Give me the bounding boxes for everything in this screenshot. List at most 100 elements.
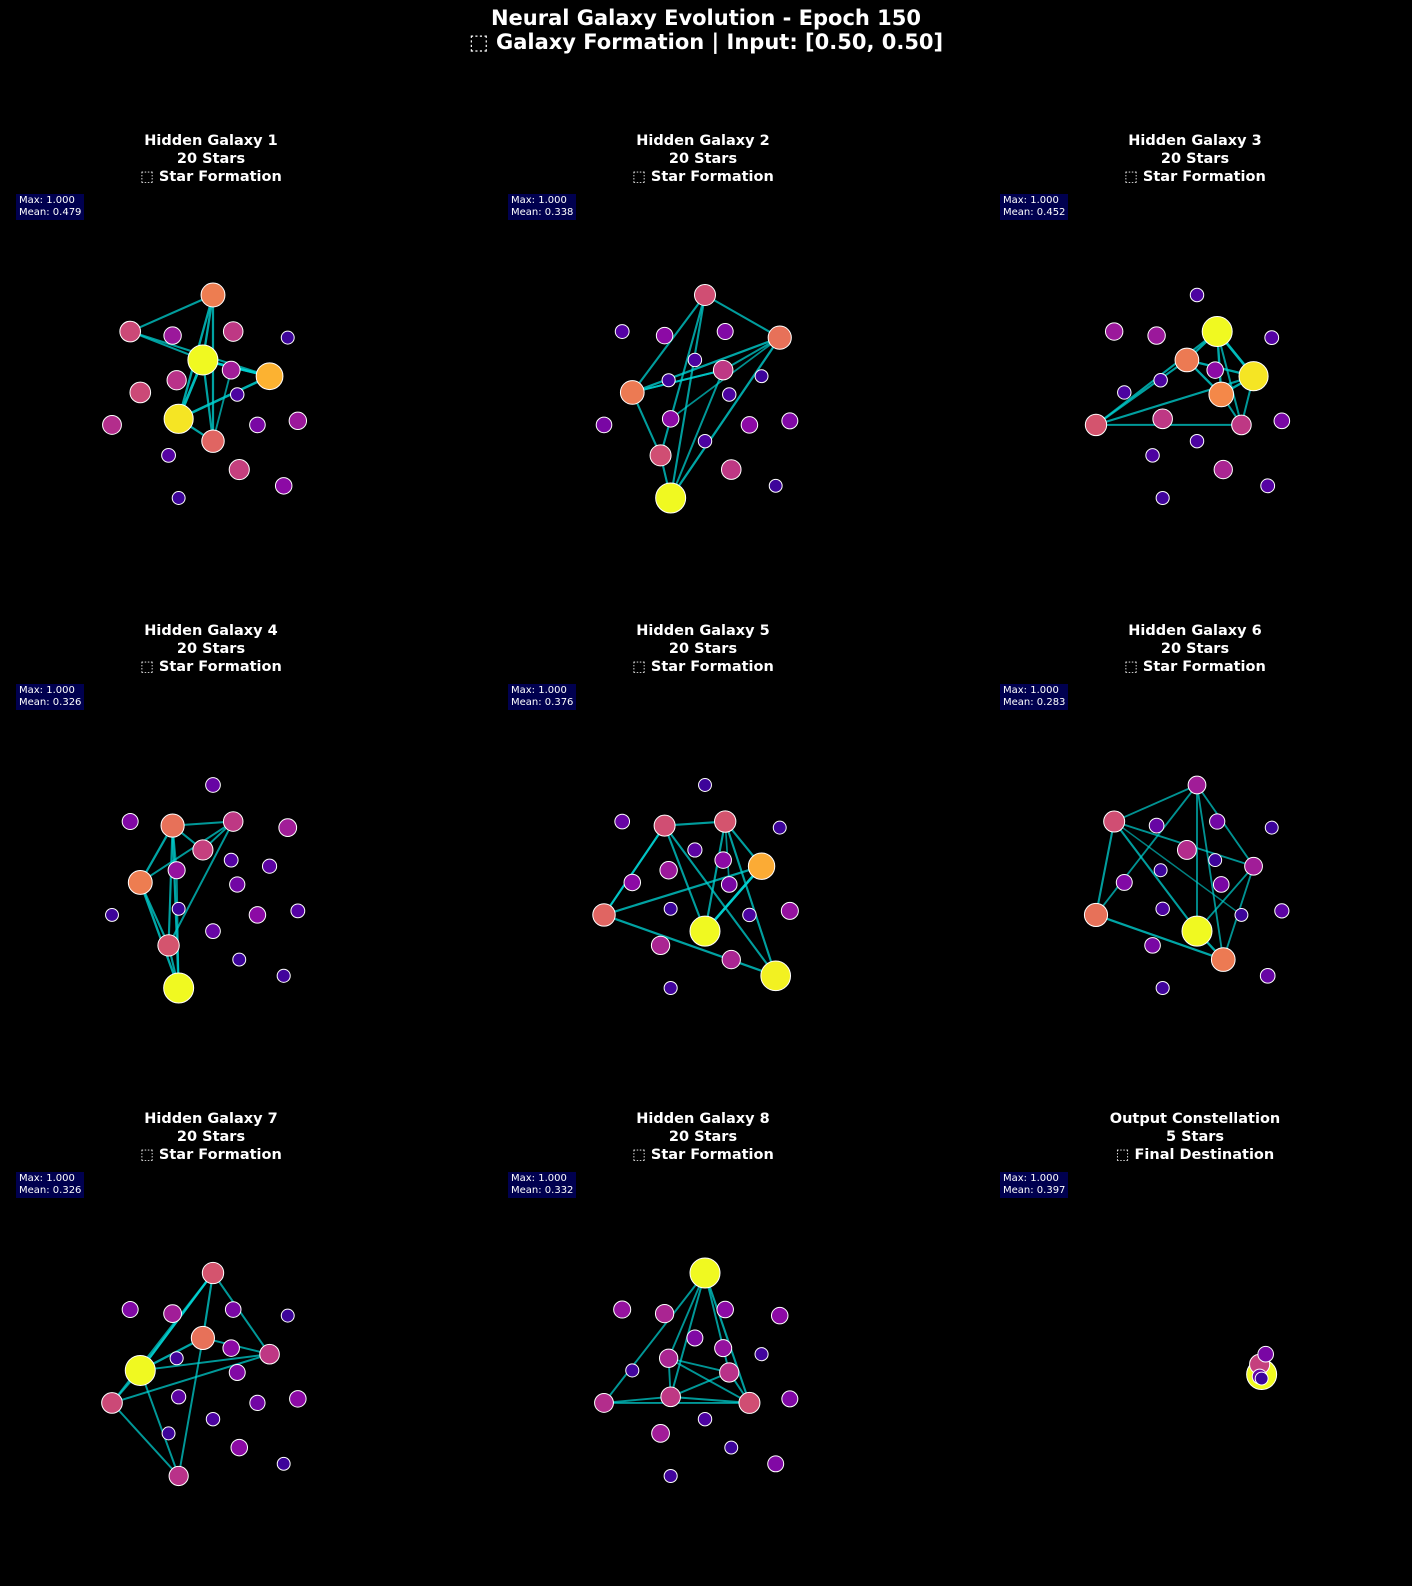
star-node xyxy=(1144,937,1161,954)
star-node xyxy=(223,852,239,868)
star-node xyxy=(721,949,741,970)
star-node xyxy=(1145,448,1160,463)
connection-line xyxy=(1196,784,1255,868)
star-node xyxy=(1189,287,1205,303)
star-node xyxy=(166,370,187,391)
star-node xyxy=(655,482,687,514)
star-node xyxy=(1084,413,1108,437)
star-node xyxy=(1208,381,1235,408)
star-node xyxy=(121,813,139,831)
star-node xyxy=(200,282,226,308)
star-node xyxy=(714,851,732,869)
star-node xyxy=(228,459,250,481)
star-node xyxy=(1148,817,1165,834)
star-node xyxy=(169,1351,184,1366)
star-node xyxy=(222,811,244,832)
star-node xyxy=(740,416,759,434)
star-node xyxy=(655,326,674,345)
star-node xyxy=(1181,915,1213,947)
star-node xyxy=(222,321,244,342)
star-node xyxy=(187,344,219,376)
star-node xyxy=(171,1389,187,1405)
star-node xyxy=(129,381,152,404)
stats-mean: Mean: 0.479 xyxy=(19,207,82,218)
connection-line xyxy=(669,336,781,500)
star-node xyxy=(614,813,631,830)
star-node xyxy=(1273,412,1291,430)
stats-max: Max: 1.000 xyxy=(19,195,75,206)
star-node xyxy=(697,1411,713,1427)
panel-title-line-3: ⬚ Star Formation xyxy=(140,169,282,185)
star-node xyxy=(280,330,295,345)
connection-line xyxy=(175,869,180,989)
galaxy-plot xyxy=(1083,775,1290,996)
star-node xyxy=(1083,902,1109,928)
panel-title-line-3: ⬚ Star Formation xyxy=(632,169,774,185)
connection-line xyxy=(167,820,235,947)
connection-line xyxy=(139,1353,271,1372)
panel-title-line-3: ⬚ Star Formation xyxy=(632,1147,774,1163)
galaxy-plot xyxy=(1246,1345,1278,1390)
connection-line xyxy=(1094,913,1225,961)
panel-title-line-1: Hidden Galaxy 7 xyxy=(144,1111,278,1127)
star-node xyxy=(163,326,182,345)
star-node xyxy=(689,1257,721,1289)
star-node xyxy=(1155,980,1170,996)
star-node xyxy=(694,284,716,306)
star-node xyxy=(192,839,214,861)
panel-title-line-2: 20 Stars xyxy=(176,151,246,167)
panel-title-line-3: ⬚ Star Formation xyxy=(632,659,774,675)
panel-title-line-2: 20 Stars xyxy=(1160,151,1230,167)
galaxy-plot xyxy=(102,282,308,505)
star-node xyxy=(1209,813,1226,830)
star-node xyxy=(1234,907,1249,922)
star-node xyxy=(1254,1371,1269,1386)
galaxy-plot xyxy=(592,778,799,996)
star-node xyxy=(770,1306,789,1325)
stats-mean: Mean: 0.326 xyxy=(19,1185,82,1196)
star-node xyxy=(767,325,792,350)
panel-title-line-1: Hidden Galaxy 6 xyxy=(1128,623,1262,639)
galaxy-plot xyxy=(594,1257,799,1484)
star-node xyxy=(661,373,676,388)
star-node xyxy=(1244,856,1263,876)
star-node xyxy=(613,1300,632,1319)
star-node xyxy=(127,870,153,895)
connection-line xyxy=(669,1371,731,1398)
star-node xyxy=(157,934,180,957)
panel-title-line-1: Hidden Galaxy 2 xyxy=(636,133,770,149)
connection-line xyxy=(602,913,777,977)
connection-line xyxy=(667,1357,731,1374)
star-node xyxy=(1152,408,1173,430)
connection-line xyxy=(139,1369,180,1477)
panel-title-line-3: ⬚ Final Destination xyxy=(1115,1147,1275,1163)
stats-max: Max: 1.000 xyxy=(19,685,75,696)
star-node xyxy=(1153,863,1168,878)
connection-line xyxy=(1216,330,1243,426)
star-node xyxy=(768,478,783,493)
connection-line xyxy=(703,820,727,933)
star-node xyxy=(278,818,298,838)
stats-max: Max: 1.000 xyxy=(1003,195,1059,206)
connection-line xyxy=(603,1395,672,1404)
connection-line xyxy=(703,1271,751,1404)
star-node xyxy=(697,433,713,449)
connection-line xyxy=(669,369,725,499)
stats-mean: Mean: 0.332 xyxy=(511,1185,574,1196)
star-node xyxy=(274,477,293,495)
connection-line xyxy=(167,824,174,947)
star-node xyxy=(780,901,799,920)
star-node xyxy=(163,403,194,434)
star-node xyxy=(722,387,737,402)
star-node xyxy=(767,1455,785,1473)
